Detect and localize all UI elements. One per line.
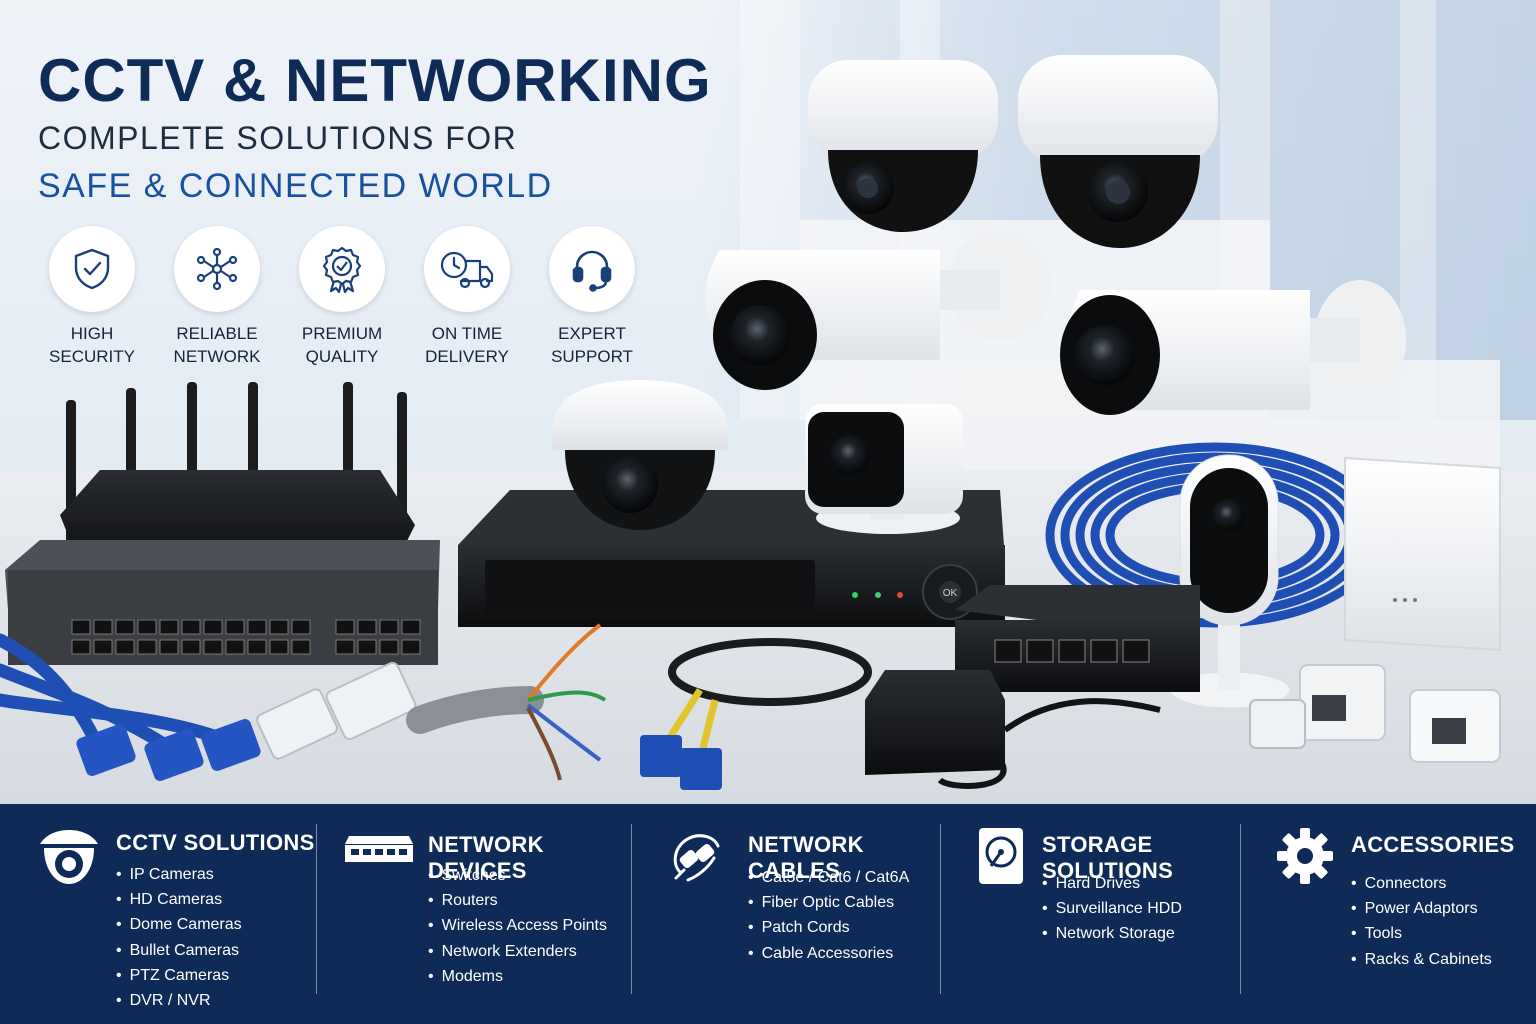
category-list: IP Cameras HD Cameras Dome Cameras Bulle… [116,862,242,1013]
rj45-plugs-clear [256,661,417,760]
product-artwork: OK [0,55,1501,790]
list-item: PTZ Cameras [116,963,242,988]
dvr-ok-button-label: OK [943,588,958,599]
stripped-cable [406,623,607,781]
category-list: Cat5e / Cat6 / Cat6A Fiber Optic Cables … [748,865,910,966]
list-item: Modems [428,964,607,989]
category-divider [316,824,317,994]
list-item: Network Storage [1042,921,1182,946]
feature-label: EXPERT SUPPORT [551,324,633,366]
network-icon [174,226,260,312]
list-item: Patch Cords [748,915,909,940]
list-item: Hard Drives [1042,871,1182,896]
list-item: Switches [428,863,607,888]
power-adaptor [865,670,1161,789]
list-item: Tools [1351,921,1492,946]
bullet-camera-1 [705,230,1052,390]
fiber-optic-cable [640,638,872,790]
page-title: CCTV & NETWORKING [38,47,712,114]
feature-label: PREMIUM QUALITY [301,324,383,366]
list-item: Connectors [1351,871,1492,896]
feature-high-security: HIGH SECURITY [48,226,136,368]
list-item: DVR / NVR [116,988,242,1013]
cable-connector-icon [668,828,724,884]
category-band: CCTV SOLUTIONS IP Cameras HD Cameras Dom… [0,804,1536,1024]
feature-label: HIGH SECURITY [49,324,135,366]
list-item: Cable Accessories [748,941,909,966]
list-item: Racks & Cabinets [1351,947,1492,972]
headset-icon [549,226,635,312]
rj45-couplers [1249,664,1501,763]
category-divider [1240,824,1241,994]
feature-expert-support: EXPERT SUPPORT [548,226,636,368]
category-accessories: ACCESSORIES Connectors Power Adaptors To… [1241,804,1536,1024]
list-item: Bullet Cameras [116,938,242,963]
category-list: Connectors Power Adaptors Tools Racks & … [1351,871,1492,972]
category-list: Switches Routers Wireless Access Points … [428,863,607,989]
cube-camera [805,404,963,534]
award-badge-icon [299,226,385,312]
category-title: CCTV SOLUTIONS [116,830,315,855]
feature-label: RELIABLE NETWORK [173,324,261,366]
gear-icon [1275,826,1335,886]
list-item: Routers [428,888,607,913]
delivery-truck-icon [424,226,510,312]
dome-camera-large-1 [808,60,998,232]
list-item: Network Extenders [428,939,607,964]
list-item: Dome Cameras [116,912,242,937]
headline: CCTV & NETWORKING COMPLETE SOLUTIONS FOR… [38,48,712,208]
category-network-devices: NETWORK DEVICES Switches Routers Wireles… [317,804,632,1024]
list-item: HD Cameras [116,887,242,912]
network-switch-icon [343,834,415,864]
wireless-router [60,382,415,565]
list-item: Power Adaptors [1351,896,1492,921]
rj45-connectors-blue [76,719,261,781]
list-item: IP Cameras [116,862,242,887]
patch-cables [0,633,232,752]
list-item: Wireless Access Points [428,913,607,938]
feature-label: ON TIME DELIVERY [425,324,509,366]
dvr-recorder: OK [458,490,1005,627]
dome-camera-icon [36,826,102,888]
feature-on-time-delivery: ON TIME DELIVERY [423,226,511,368]
category-title: ACCESSORIES [1351,832,1515,857]
feature-reliable-network: RELIABLE NETWORK [173,226,261,368]
list-item: Fiber Optic Cables [748,890,909,915]
category-list: Hard Drives Surveillance HDD Network Sto… [1042,871,1182,947]
subtitle-line-2: SAFE & CONNECTED WORLD [38,167,553,205]
category-divider [631,824,632,994]
network-switch-24-port [5,540,440,665]
bullet-camera-2 [1060,280,1406,415]
category-cctv-solutions: CCTV SOLUTIONS IP Cameras HD Cameras Dom… [0,804,315,1024]
category-network-cables: NETWORK CABLES Cat5e / Cat6 / Cat6A Fibe… [632,804,940,1024]
network-switch-5-port [955,585,1200,692]
feature-premium-quality: PREMIUM QUALITY [298,226,386,368]
subtitle-line-1: COMPLETE SOLUTIONS FOR [38,120,518,156]
wireless-access-point [1344,456,1501,652]
dome-camera-large-2 [1018,55,1218,248]
dome-camera-small [552,380,728,530]
feature-row: HIGH SECURITY RELIABLE NETWORK PREMIUM Q… [48,226,636,368]
list-item: Surveillance HDD [1042,896,1182,921]
category-divider [940,824,941,994]
hard-drive-icon [977,826,1025,886]
category-storage-solutions: STORAGE SOLUTIONS Hard Drives Surveillan… [941,804,1239,1024]
list-item: Cat5e / Cat6 / Cat6A [748,865,910,890]
shield-check-icon [49,226,135,312]
